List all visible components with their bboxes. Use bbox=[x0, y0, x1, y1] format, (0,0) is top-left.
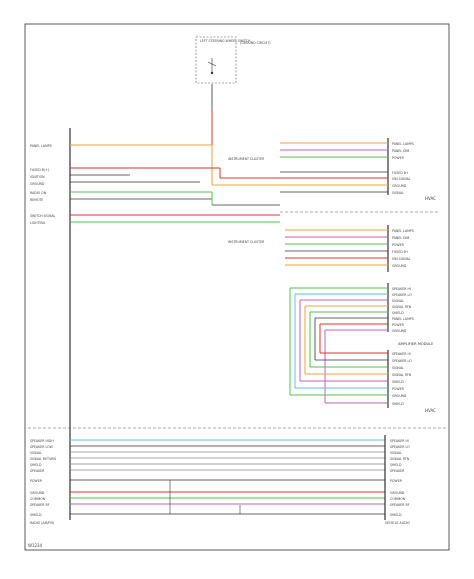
bl-pin-8: GROUND bbox=[30, 491, 45, 495]
left-connector-name: RADIO (AM/FM) bbox=[30, 521, 54, 525]
br-pin-3: SIGNAL bbox=[390, 451, 402, 455]
pin-label-5: RADIO ON bbox=[30, 191, 47, 195]
br-pin-7: POWER bbox=[390, 479, 403, 483]
bl-pin-9: COMMON bbox=[30, 497, 46, 501]
amp2-pin-1: SPEAKER HI bbox=[392, 352, 411, 356]
ref-label-1: HVAC bbox=[425, 196, 436, 201]
br-pin-11: SHIELD bbox=[390, 513, 402, 517]
rt-pin-3: POWER bbox=[392, 156, 405, 160]
bl-pin-7: POWER bbox=[30, 479, 43, 483]
amp-pin-3: SIGNAL bbox=[392, 299, 404, 303]
bl-pin-6: SPEAKER bbox=[30, 469, 45, 473]
diagram-frame bbox=[24, 23, 450, 551]
br-pin-1: SPEAKER HI bbox=[390, 439, 409, 443]
rt-pin-6: GROUND bbox=[392, 184, 407, 188]
bl-pin-2: SPEAKER LOW bbox=[30, 445, 54, 449]
pin-label-7: SWITCH SIGNAL bbox=[30, 214, 56, 218]
right-mid-top-label: INSTRUMENT CLUSTER bbox=[228, 157, 265, 161]
amp2-pin-5: SHIELD bbox=[392, 380, 404, 384]
amp2-pin-4: SIGNAL RTN bbox=[392, 373, 412, 377]
pin-label-2: FUSED B(+) bbox=[30, 168, 49, 172]
bl-pin-5: SHIELD bbox=[30, 463, 42, 467]
br-pin-4: SIGNAL RTN bbox=[390, 457, 410, 461]
amp-pin-4: SIGNAL RTN bbox=[392, 305, 412, 309]
left-pin-labels: PANEL LAMPS FUSED B(+) IGNITION GROUND R… bbox=[30, 144, 56, 225]
br-pin-8: GROUND bbox=[390, 491, 405, 495]
top-switch-component: LEFT STEERING WHEEL SWITCH (GROUND CIRCU… bbox=[195, 36, 271, 84]
br-pin-9: COMMON bbox=[390, 497, 406, 501]
right-top-connector: INSTRUMENT CLUSTER PANEL LAMPS PANEL DIM… bbox=[228, 138, 436, 201]
page-footer: W1234 bbox=[28, 543, 43, 548]
pin-label-3: IGNITION bbox=[30, 175, 45, 179]
rm-pin-2: PANEL DIM bbox=[392, 236, 409, 240]
amplifier-block: SPEAKER HI SPEAKER LO SIGNAL SIGNAL RTN … bbox=[289, 283, 434, 403]
rt-pin-1: PANEL LAMPS bbox=[392, 142, 414, 146]
bl-pin-4: SIGNAL RETURN bbox=[30, 457, 57, 461]
top-component-label: LEFT STEERING WHEEL SWITCH bbox=[200, 39, 251, 43]
br-pin-5: SHIELD bbox=[390, 463, 402, 467]
br-pin-6: SPEAKER bbox=[390, 469, 405, 473]
br-pin-10: SPEAKER RF bbox=[390, 503, 410, 507]
br-pin-2: SPEAKER LO bbox=[390, 445, 410, 449]
pin-label-6: REMOTE bbox=[30, 198, 43, 202]
bl-pin-11: SHIELD bbox=[30, 513, 42, 517]
pin-label-8: LIGHTING bbox=[30, 221, 46, 225]
pin-label-1: PANEL LAMPS bbox=[30, 144, 52, 148]
rt-pin-7: SIGNAL bbox=[392, 191, 404, 195]
rt-pin-2: PANEL DIM bbox=[392, 149, 409, 153]
ref-label-2: HVAC bbox=[425, 408, 436, 413]
bl-pin-1: SPEAKER HIGH bbox=[30, 439, 54, 443]
amp-pin-1: SPEAKER HI bbox=[392, 287, 411, 291]
bl-pin-3: SIGNAL bbox=[30, 451, 42, 455]
bottom-wires bbox=[70, 435, 386, 520]
amp2-pin-3: SIGNAL bbox=[392, 366, 404, 370]
rm-pin-4: FUSED B+ bbox=[392, 250, 409, 254]
bottom-right-labels: SPEAKER HI SPEAKER LO SIGNAL SIGNAL RTN … bbox=[385, 439, 410, 525]
right-mid-lower-label: INSTRUMENT CLUSTER bbox=[228, 240, 265, 244]
amp2-pin-8: SHIELD bbox=[392, 402, 404, 406]
rm-pin-6: GROUND bbox=[392, 264, 407, 268]
amp-pin-5: SHIELD bbox=[392, 311, 404, 315]
rt-pin-5: IGN SIGNAL bbox=[392, 177, 411, 181]
rt-pin-4: FUSED B+ bbox=[392, 171, 409, 175]
rm-pin-1: PANEL LAMPS bbox=[392, 229, 414, 233]
rm-pin-3: POWER bbox=[392, 243, 405, 247]
pin-label-4: GROUND bbox=[30, 182, 45, 186]
amp-pin-7: POWER bbox=[392, 323, 405, 327]
amp2-pin-6: POWER bbox=[392, 387, 405, 391]
amplifier-group-2: SPEAKER HI SPEAKER LO SIGNAL SIGNAL RTN … bbox=[290, 350, 436, 413]
amp2-pin-7: GROUND bbox=[392, 394, 407, 398]
upper-wires bbox=[70, 144, 280, 223]
amp2-pin-2: SPEAKER LO bbox=[392, 359, 412, 363]
rm-pin-5: IGN SIGNAL bbox=[392, 257, 411, 261]
right-connector-name: VEHICLE AUDIO bbox=[385, 521, 410, 525]
amp-pin-8: GROUND bbox=[392, 329, 407, 333]
amp-title: AMPLIFIER MODULE bbox=[398, 342, 434, 346]
bottom-left-labels: SPEAKER HIGH SPEAKER LOW SIGNAL SIGNAL R… bbox=[30, 439, 57, 525]
amp-pin-2: SPEAKER LO bbox=[392, 293, 412, 297]
right-mid-connector: INSTRUMENT CLUSTER PANEL LAMPS PANEL DIM… bbox=[228, 225, 414, 272]
amp-pin-6: PANEL LAMPS bbox=[392, 317, 414, 321]
top-note-label: (GROUND CIRCUIT) bbox=[240, 41, 271, 45]
bl-pin-10: SPEAKER RF bbox=[30, 503, 50, 507]
